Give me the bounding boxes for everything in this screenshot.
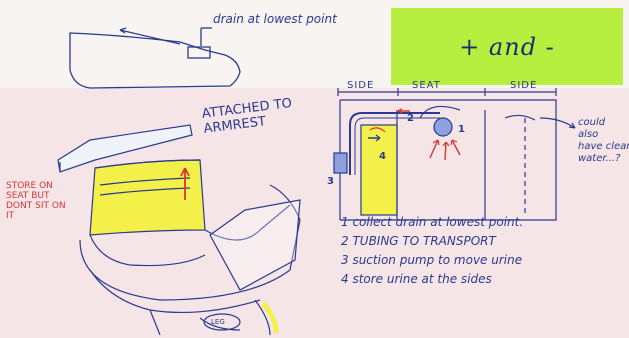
top-seat-sketch	[70, 28, 240, 88]
section-diagram	[334, 88, 575, 220]
sticky-note: + and -	[391, 8, 623, 85]
header-seat: SEAT	[412, 80, 441, 91]
marker-4: 4	[379, 151, 386, 162]
step-item: 2 TUBING TO TRANSPORT	[341, 232, 523, 251]
header-side-right: SIDE	[510, 80, 537, 91]
chair-sketch	[58, 125, 300, 335]
step-item: 3 suction pump to move urine	[341, 251, 523, 270]
steps-list: 1 collect drain at lowest point. 2 TUBIN…	[341, 213, 523, 289]
drain-label: drain at lowest point	[213, 12, 337, 26]
side-note: could also have clean water...?	[578, 117, 629, 165]
marker-1: 1	[458, 124, 465, 135]
marker-3: 3	[327, 176, 334, 187]
step-item: 4 store urine at the sides	[341, 270, 523, 289]
header-side-left: SIDE	[347, 80, 374, 91]
store-on-seat-label: STORE ON SEAT BUT DONT SIT ON IT	[6, 181, 66, 221]
leg-label: LEG	[211, 318, 225, 326]
marker-2: 2	[407, 113, 414, 124]
step-item: 1 collect drain at lowest point.	[341, 213, 523, 232]
sticky-note-text: + and -	[459, 33, 555, 61]
